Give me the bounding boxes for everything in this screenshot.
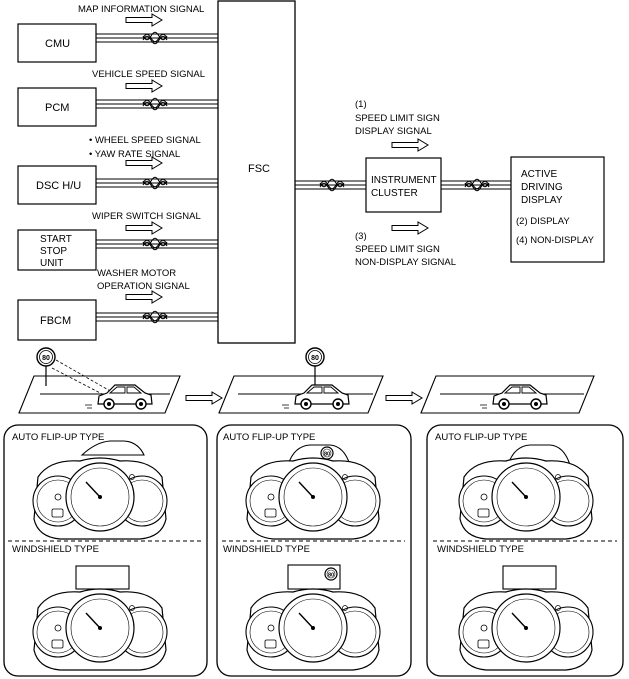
wheel-speed-signal-label: • WHEEL SPEED SIGNAL bbox=[89, 135, 201, 146]
instrument-cluster-line2: CLUSTER bbox=[371, 188, 418, 199]
pcm-box bbox=[17, 87, 97, 127]
scene-3 bbox=[420, 375, 595, 414]
panel-3: AUTO FLIP-UP TYPE WINDSHIELD TYPE bbox=[426, 424, 624, 677]
panel-1-top-label: AUTO FLIP-UP TYPE bbox=[12, 432, 104, 443]
washer-signal-label-2: OPERATION SIGNAL bbox=[97, 281, 190, 292]
fsc-box bbox=[217, 0, 296, 344]
state-display-label: (2) DISPLAY bbox=[516, 216, 570, 227]
washer-signal-label-1: WASHER MOTOR bbox=[97, 268, 176, 279]
state-non-display-label: (4) NON-DISPLAY bbox=[516, 235, 595, 246]
cmu-box bbox=[17, 23, 97, 63]
scene-1-sign-text: 80 bbox=[42, 355, 50, 362]
speed-limit-display-num: (1) bbox=[355, 99, 367, 110]
start-stop-line3: UNIT bbox=[40, 258, 63, 269]
panel-1: AUTO FLIP-UP TYPE WINDSHIELD TYPE bbox=[3, 424, 208, 677]
start-stop-line2: STOP bbox=[40, 246, 67, 257]
dsc-hu-box bbox=[17, 165, 97, 205]
instrument-cluster-line1: INSTRUMENT bbox=[371, 175, 437, 186]
adisplay-line3: DISPLAY bbox=[521, 195, 563, 206]
speed-limit-nondisplay-line2: NON-DISPLAY SIGNAL bbox=[355, 257, 456, 268]
scene-2: 80 bbox=[218, 347, 384, 414]
panel-3-top-label: AUTO FLIP-UP TYPE bbox=[435, 432, 527, 443]
start-stop-unit-box bbox=[17, 229, 97, 271]
start-stop-line1: START bbox=[40, 234, 72, 245]
fbcm-label: FBCM bbox=[40, 315, 71, 327]
panel-2-top-label: AUTO FLIP-UP TYPE bbox=[223, 432, 315, 443]
dsc-hu-label: DSC H/U bbox=[36, 180, 81, 192]
panel-1-bottom-label: WINDSHIELD TYPE bbox=[12, 544, 99, 555]
speed-limit-nondisplay-line1: SPEED LIMIT SIGN bbox=[355, 244, 440, 255]
adisplay-line2: DRIVING bbox=[521, 182, 563, 193]
wiper-switch-signal-label: WIPER SWITCH SIGNAL bbox=[92, 211, 201, 222]
map-info-signal-label: MAP INFORMATION SIGNAL bbox=[78, 4, 204, 15]
vehicle-speed-signal-label: VEHICLE SPEED SIGNAL bbox=[92, 69, 205, 80]
panel-3-bottom-label: WINDSHIELD TYPE bbox=[437, 544, 524, 555]
adisplay-line1: ACTIVE bbox=[521, 169, 557, 180]
speed-limit-display-line1: SPEED LIMIT SIGN bbox=[355, 113, 440, 124]
scene-2-sign-text: 80 bbox=[311, 355, 319, 362]
panel-2: AUTO FLIP-UP TYPE 80 WINDSHIELD TYPE 80 bbox=[216, 424, 412, 677]
active-driving-display-box bbox=[510, 156, 605, 263]
panel-2-bottom-label: WINDSHIELD TYPE bbox=[223, 544, 310, 555]
panel-2-hud-sign-text: 80 bbox=[324, 452, 330, 458]
fbcm-box bbox=[17, 299, 97, 341]
panel-2-windshield-sign-text: 80 bbox=[328, 573, 334, 579]
scene-1: 80 bbox=[18, 347, 181, 414]
pcm-label: PCM bbox=[45, 102, 69, 114]
yaw-rate-signal-label: • YAW RATE SIGNAL bbox=[89, 149, 180, 160]
fsc-label: FSC bbox=[248, 163, 270, 175]
cmu-label: CMU bbox=[45, 38, 70, 50]
speed-limit-display-line2: DISPLAY SIGNAL bbox=[355, 126, 432, 137]
speed-limit-nondisplay-num: (3) bbox=[355, 231, 367, 242]
